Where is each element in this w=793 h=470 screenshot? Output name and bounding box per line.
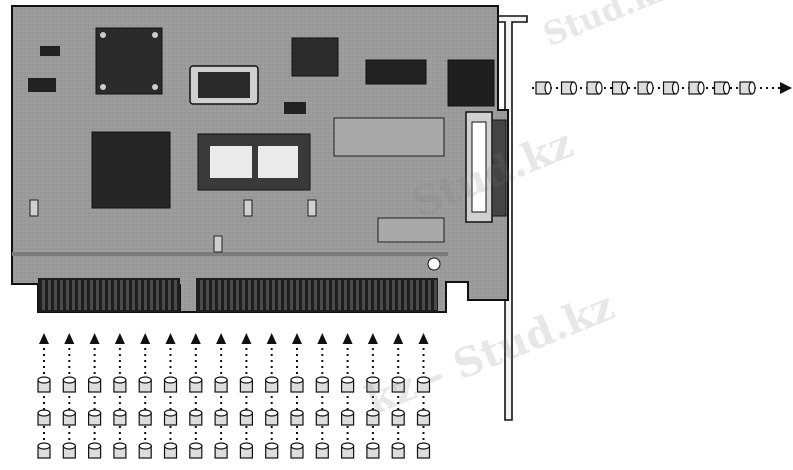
small-components [28, 46, 441, 271]
serial-data-output [532, 81, 792, 95]
parallel-arrow-head [39, 333, 49, 344]
chip-controller-b [91, 131, 171, 209]
parallel-arrow-head [342, 333, 353, 344]
parallel-arrow-head [140, 333, 151, 344]
parallel-arrow-head [89, 333, 100, 344]
parallel-arrow-head [292, 333, 302, 344]
crystal-oscillator [189, 65, 259, 105]
serial-arrow-head [780, 82, 792, 94]
chip-label-area [333, 117, 445, 243]
serial-port-connector [447, 59, 507, 223]
parallel-arrow-head [367, 333, 378, 344]
parallel-data-input [37, 333, 431, 459]
parallel-arrow-head [266, 333, 277, 344]
chip-socket [197, 133, 311, 191]
parallel-arrow-head [216, 333, 227, 344]
parallel-arrow-head [418, 333, 429, 344]
parallel-arrow-head [165, 333, 176, 344]
connector-contacts [42, 280, 437, 310]
parallel-arrow-head [190, 333, 201, 344]
parallel-arrow-head [241, 333, 252, 344]
chip-small-square [291, 37, 339, 77]
chip-controller-a [95, 27, 163, 95]
parallel-arrow-head [64, 333, 75, 344]
parallel-arrow-head [393, 333, 404, 344]
parallel-arrow-head [114, 333, 125, 344]
edge-connector [38, 278, 438, 312]
chip-black-rect [365, 59, 427, 85]
parallel-arrow-head [317, 333, 328, 344]
